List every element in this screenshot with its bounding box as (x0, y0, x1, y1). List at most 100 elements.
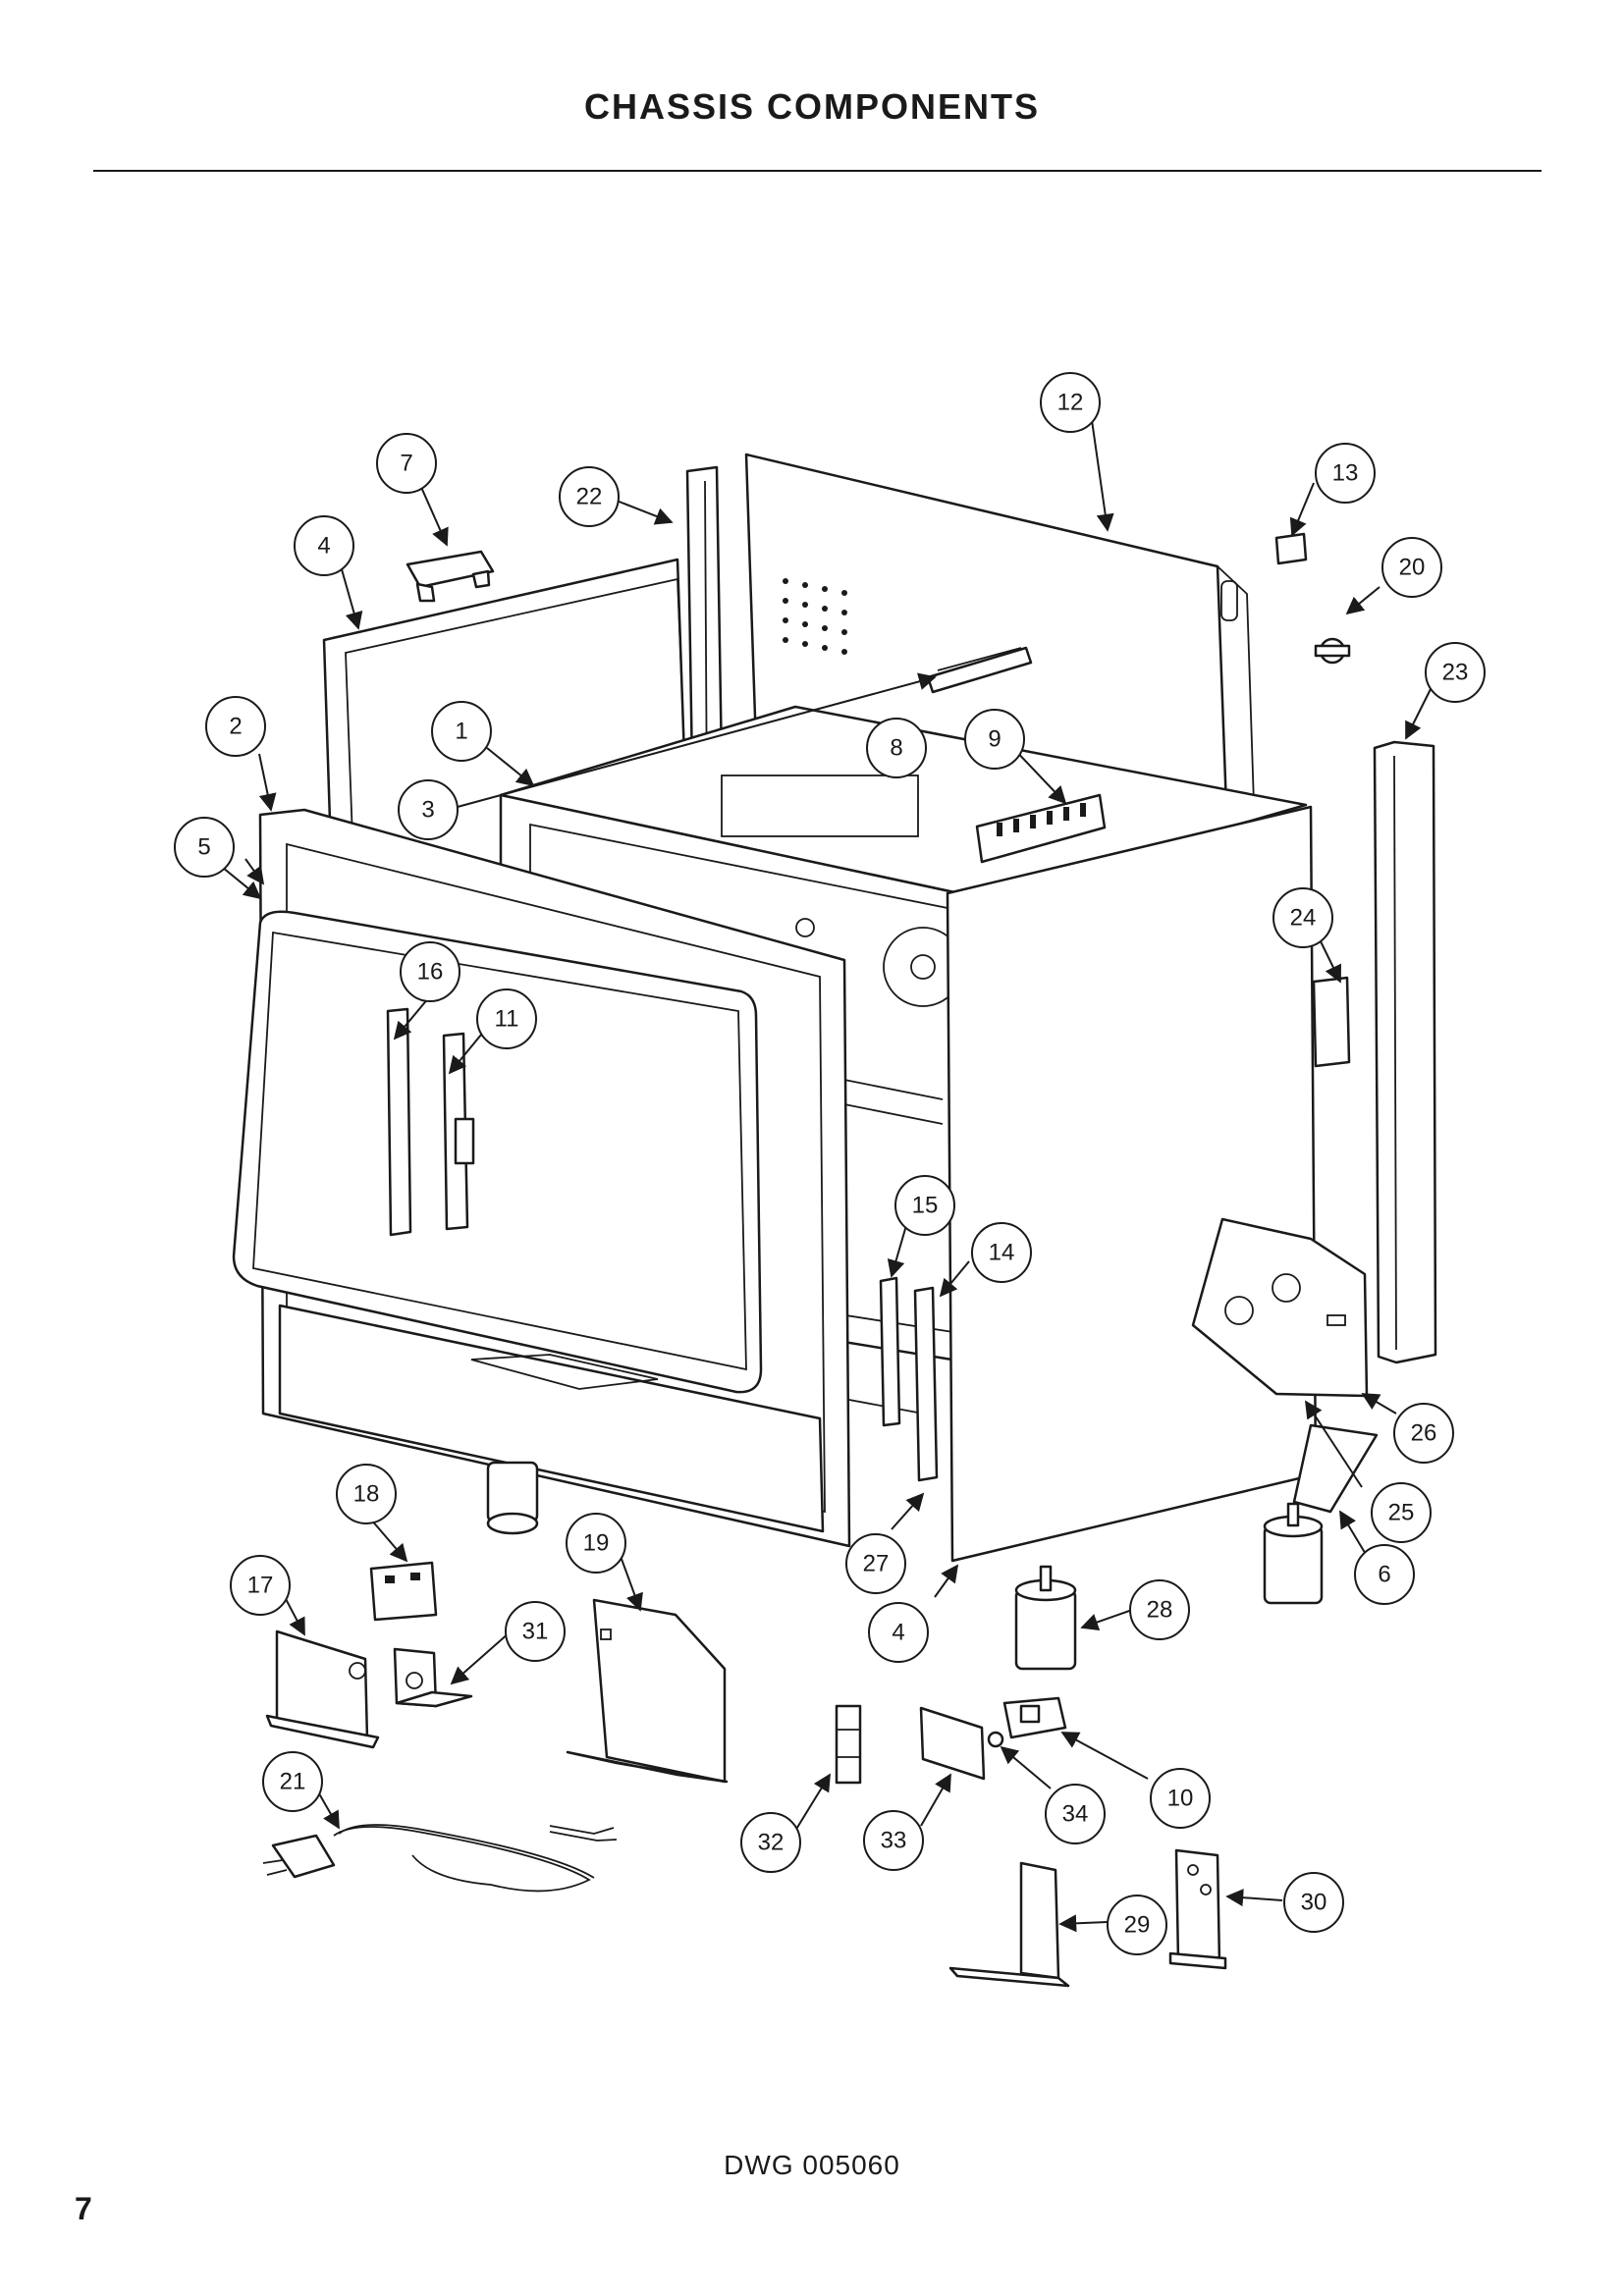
small-angle-bracket (393, 1647, 473, 1708)
callout-20: 20 (1381, 537, 1442, 598)
top-bracket (406, 550, 495, 603)
svg-text:13: 13 (1332, 460, 1359, 487)
hinge-right (442, 1032, 475, 1231)
callout-25: 25 (1371, 1482, 1432, 1543)
callout-4-lower: 4 (868, 1602, 929, 1663)
svg-text:9: 9 (988, 726, 1001, 753)
svg-text:24: 24 (1290, 905, 1317, 932)
callout-8: 8 (866, 718, 927, 778)
svg-text:17: 17 (247, 1573, 274, 1599)
callout-6: 6 (1354, 1544, 1415, 1605)
svg-text:26: 26 (1411, 1420, 1437, 1447)
callout-26: 26 (1393, 1403, 1454, 1464)
svg-text:7: 7 (400, 451, 412, 477)
terminal-block (975, 793, 1107, 864)
callout-7: 7 (376, 433, 437, 494)
callout-17: 17 (230, 1555, 291, 1616)
callout-27: 27 (845, 1533, 906, 1594)
hinge-front-right (913, 1286, 939, 1482)
callout-21: 21 (262, 1751, 323, 1812)
foot-rear (1263, 1502, 1324, 1605)
svg-text:14: 14 (989, 1240, 1015, 1266)
relay (1002, 1696, 1067, 1739)
callout-13: 13 (1315, 443, 1376, 504)
mounting-plate (265, 1629, 380, 1749)
svg-text:30: 30 (1301, 1890, 1327, 1916)
callout-1: 1 (431, 701, 492, 762)
callout-34: 34 (1045, 1784, 1106, 1844)
l-bracket-29 (948, 1861, 1070, 1988)
callout-30: 30 (1283, 1872, 1344, 1933)
callout-16: 16 (400, 941, 460, 1002)
callout-14: 14 (971, 1222, 1032, 1283)
l-bracket-30 (1168, 1848, 1227, 1970)
callout-28: 28 (1129, 1579, 1190, 1640)
callout-23: 23 (1425, 642, 1486, 703)
callout-32: 32 (740, 1812, 801, 1873)
svg-text:19: 19 (583, 1530, 610, 1557)
svg-text:29: 29 (1124, 1912, 1151, 1939)
power-cord (262, 1824, 618, 1893)
svg-text:10: 10 (1167, 1786, 1194, 1812)
cover-plate (919, 1706, 986, 1781)
side-rail (1373, 740, 1437, 1364)
svg-text:4: 4 (892, 1620, 904, 1646)
foot-front (1014, 1565, 1077, 1671)
svg-text:21: 21 (280, 1769, 306, 1795)
callout-33: 33 (863, 1810, 924, 1871)
hinge-front-left (879, 1276, 901, 1427)
svg-text:15: 15 (912, 1193, 939, 1219)
callout-22: 22 (559, 466, 620, 527)
callout-15: 15 (894, 1175, 955, 1236)
callout-9: 9 (964, 709, 1025, 770)
callout-18: 18 (336, 1464, 397, 1524)
svg-text:32: 32 (758, 1830, 785, 1856)
drawing-number: DWG 005060 (724, 2150, 900, 2180)
door-gasket (232, 910, 763, 1394)
callout-4-upper: 4 (294, 515, 354, 576)
callout-10: 10 (1150, 1768, 1211, 1829)
angled-plate (1292, 1423, 1379, 1514)
svg-text:34: 34 (1062, 1801, 1089, 1828)
callout-24: 24 (1272, 887, 1333, 948)
svg-text:3: 3 (421, 797, 434, 824)
svg-text:5: 5 (197, 834, 210, 861)
callout-11: 11 (476, 988, 537, 1049)
svg-text:2: 2 (229, 714, 242, 740)
leader-lines (205, 419, 1432, 1933)
callout-31: 31 (505, 1601, 566, 1662)
right-side-panel (946, 805, 1318, 1563)
svg-text:16: 16 (417, 959, 444, 986)
svg-text:22: 22 (576, 484, 603, 510)
svg-text:12: 12 (1057, 390, 1084, 416)
callout-5: 5 (174, 817, 235, 878)
svg-text:6: 6 (1378, 1562, 1390, 1588)
nut (987, 1731, 1004, 1748)
switch-block (369, 1561, 438, 1622)
svg-text:20: 20 (1399, 555, 1426, 581)
svg-text:18: 18 (353, 1481, 380, 1508)
duct-bracket (566, 1598, 729, 1784)
svg-text:31: 31 (522, 1619, 549, 1645)
svg-text:25: 25 (1388, 1500, 1415, 1526)
callout-29: 29 (1107, 1895, 1167, 1955)
svg-text:1: 1 (455, 719, 467, 745)
page-number: 7 (75, 2191, 92, 2226)
svg-text:33: 33 (881, 1828, 907, 1854)
svg-text:4: 4 (317, 533, 330, 560)
title-rule (93, 170, 1542, 172)
foot-left (486, 1461, 539, 1535)
connector-block (835, 1704, 862, 1785)
callout-3: 3 (398, 779, 459, 840)
svg-text:28: 28 (1147, 1597, 1173, 1624)
svg-text:27: 27 (863, 1551, 890, 1577)
svg-text:23: 23 (1442, 660, 1469, 686)
callout-12: 12 (1040, 372, 1101, 433)
callout-19: 19 (566, 1513, 626, 1574)
callout-2: 2 (205, 696, 266, 757)
svg-text:11: 11 (495, 1006, 519, 1033)
hinge-left (386, 1007, 412, 1237)
small-plate (1274, 532, 1308, 565)
page-title: CHASSIS COMPONENTS (583, 86, 1041, 127)
